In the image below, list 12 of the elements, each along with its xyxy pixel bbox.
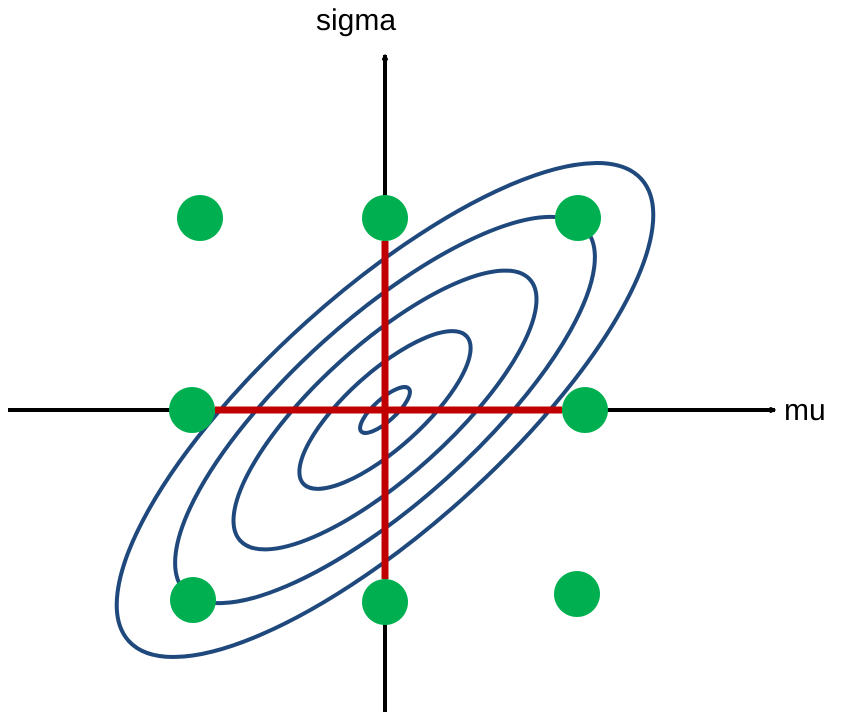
grid-point-dot bbox=[170, 577, 216, 623]
grid-point-dot bbox=[362, 195, 408, 241]
axis-label: mu bbox=[784, 396, 826, 426]
axis-label: sigma bbox=[316, 6, 396, 36]
grid-point-dot bbox=[554, 571, 600, 617]
grid-point-dot bbox=[177, 195, 223, 241]
grid-point-dot bbox=[555, 195, 601, 241]
connector-line bbox=[215, 406, 562, 414]
grid-point-dot bbox=[169, 387, 215, 433]
connector-line bbox=[382, 241, 388, 579]
grid-point-dot bbox=[362, 579, 408, 625]
grid-point-dot bbox=[562, 387, 608, 433]
